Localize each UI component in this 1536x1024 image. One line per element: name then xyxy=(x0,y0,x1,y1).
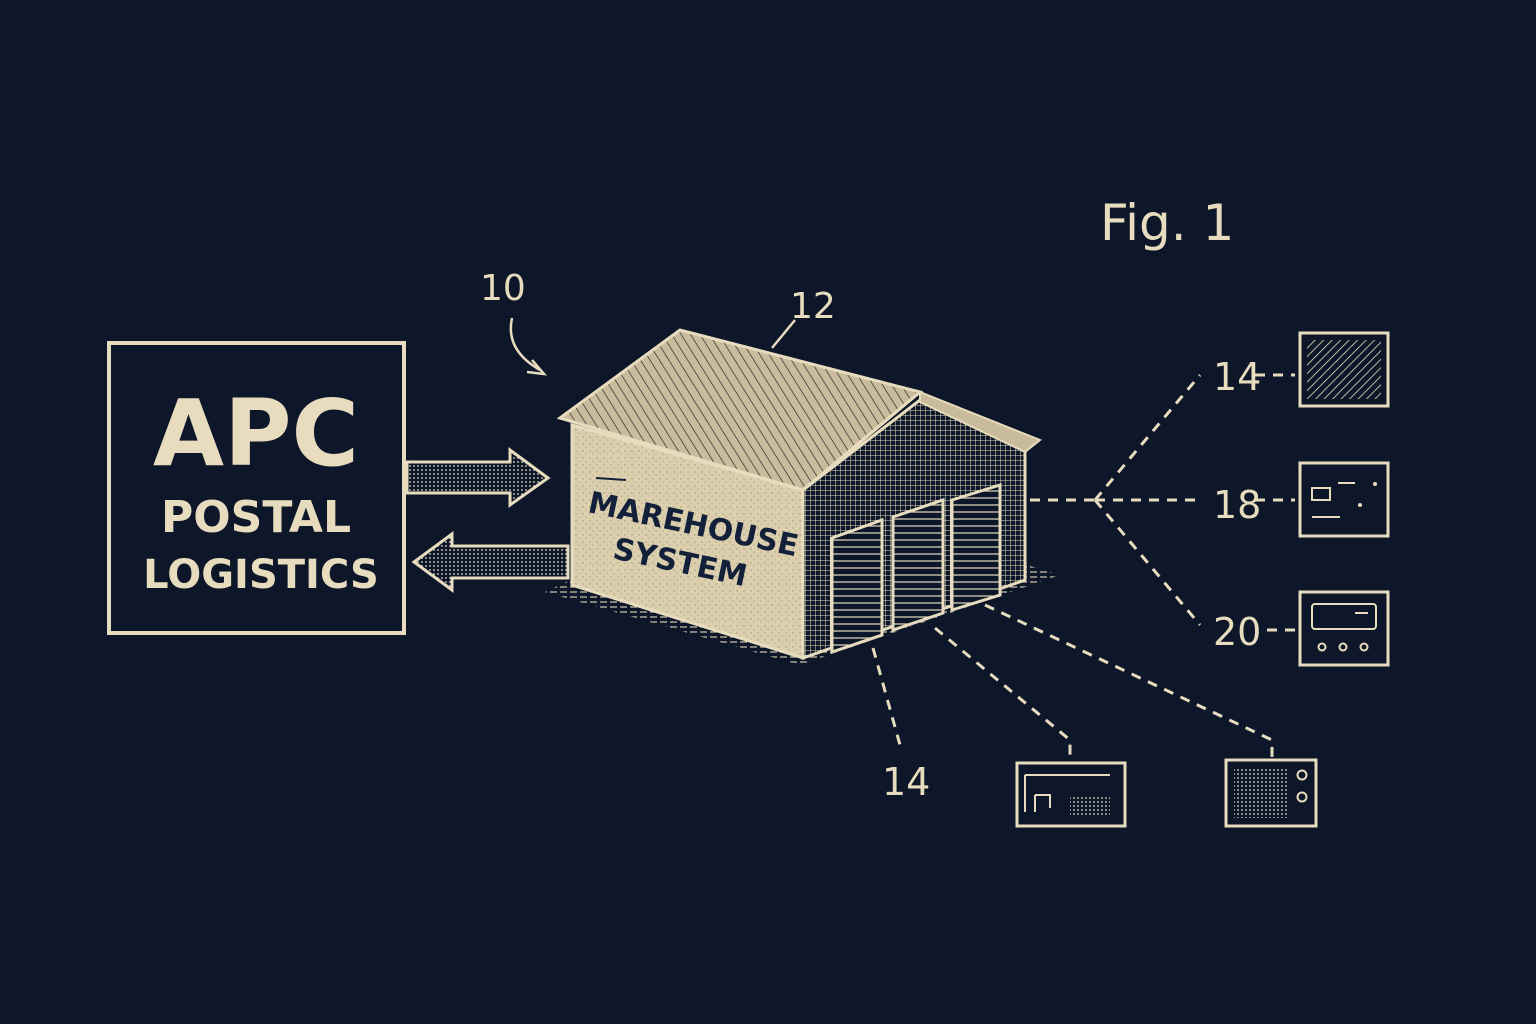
ref-leader-building xyxy=(771,319,796,349)
bottom-connections xyxy=(871,603,1274,760)
ref-label-device-low: 20 xyxy=(1213,610,1261,654)
ref-label-device-bottom: 14 xyxy=(882,760,930,804)
warehouse-building: MAREHOUSE SYSTEM xyxy=(545,328,1060,665)
arrow-to-logistics xyxy=(411,531,570,593)
loading-door xyxy=(891,497,945,633)
arrow-to-warehouse xyxy=(405,447,551,508)
apc-logo-box: APC POSTAL LOGISTICS xyxy=(107,341,406,635)
logo-line-apc: APC xyxy=(153,380,359,487)
figure-caption: Fig. 1 xyxy=(1100,194,1234,252)
device-bottom-reader xyxy=(1015,761,1127,828)
device-panel-hatched xyxy=(1298,331,1390,408)
device-panel-display xyxy=(1298,461,1390,538)
loading-door xyxy=(830,517,884,655)
network-connections xyxy=(1030,373,1295,632)
logo-line-postal: POSTAL xyxy=(161,492,351,543)
logo-line-logistics: LOGISTICS xyxy=(143,552,379,598)
device-bottom-terminal xyxy=(1224,758,1318,828)
ref-label-device-mid: 18 xyxy=(1213,483,1261,527)
ref-label-system: 10 xyxy=(480,268,526,309)
ref-arrow-system xyxy=(509,317,541,372)
ref-label-device-top: 14 xyxy=(1213,355,1261,399)
loading-door xyxy=(950,482,1002,613)
ref-label-building: 12 xyxy=(790,286,836,327)
device-panel-controls xyxy=(1298,590,1390,667)
arrowhead-icon xyxy=(526,359,548,376)
